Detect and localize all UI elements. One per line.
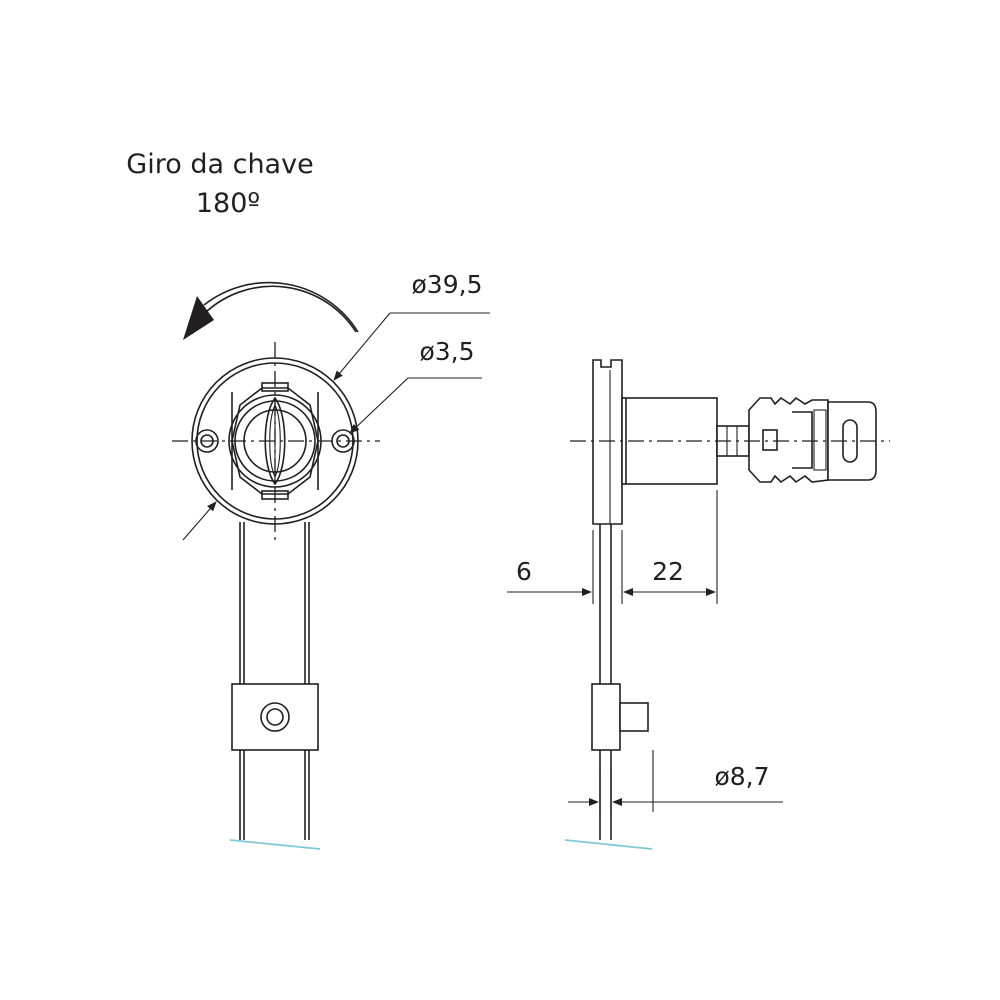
title-line-2: 180º (196, 188, 260, 219)
leader-outer-diameter (182, 312, 490, 541)
clamp-block-side (591, 683, 649, 751)
flange-plate-side (592, 359, 623, 525)
clamp-block-front (231, 683, 319, 751)
side-view: 6 22 ø8,7 (507, 359, 890, 850)
label-hole-diameter: ø3,5 (419, 337, 474, 366)
dimension-rod-diameter (568, 750, 783, 812)
label-flange-thickness: 6 (516, 557, 532, 586)
key-head-icon (748, 396, 877, 484)
rotation-arrow-icon (183, 281, 359, 340)
title-line-1: Giro da chave (126, 149, 313, 180)
leader-hole-diameter (349, 377, 482, 434)
dimension-6-22 (507, 490, 718, 604)
label-body-length: 22 (652, 557, 684, 586)
ground-line-front (229, 839, 321, 850)
rod-side (599, 524, 612, 840)
rod-front (239, 522, 310, 840)
label-rod-diameter: ø8,7 (714, 762, 769, 791)
ground-line-side (564, 839, 653, 850)
front-view: ø39,5 ø3,5 (172, 270, 490, 850)
label-outer-diameter: ø39,5 (412, 270, 483, 299)
